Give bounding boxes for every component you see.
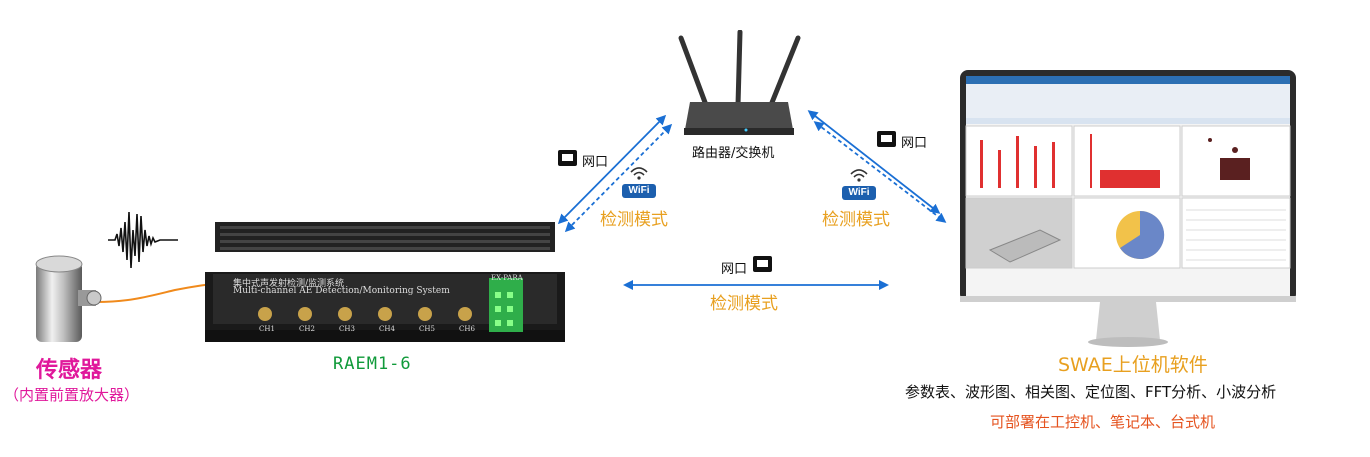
device-channel-5: CH5 xyxy=(419,325,435,333)
left-wifi-badge: WiFi xyxy=(622,184,656,198)
arrow-device-router-dashed xyxy=(564,123,673,233)
right-mode-label: 检测模式 xyxy=(822,210,890,230)
arrow-router-pc-dashed xyxy=(813,121,947,223)
wifi-icon: WiFi xyxy=(842,168,876,200)
device-print-en: Multi-channel AE Detection/Monitoring Sy… xyxy=(233,286,450,296)
device-channel-6: CH6 xyxy=(459,325,475,333)
bottom-port-label: 网口 xyxy=(721,262,748,277)
bottom-mode-label: 检测模式 xyxy=(710,294,778,314)
software-title: SWAE上位机软件 xyxy=(1058,354,1208,376)
device-connector-label: EX-PARA xyxy=(491,274,523,282)
ae-waveform xyxy=(108,211,178,269)
device-print-cn: 集中式声发射检测/监测系统 xyxy=(233,279,345,289)
software-features: 参数表、波形图、相关图、定位图、FFT分析、小波分析 xyxy=(905,383,1277,401)
sensor-title: 传感器 xyxy=(36,358,103,383)
wifi-icon: WiFi xyxy=(622,166,656,198)
router-label: 路由器/交换机 xyxy=(692,146,775,161)
device-channel-2: CH2 xyxy=(299,325,315,333)
right-wifi-badge: WiFi xyxy=(842,186,876,200)
sensor-image xyxy=(32,252,102,347)
device-channel-1: CH1 xyxy=(259,325,275,333)
ethernet-port-icon xyxy=(558,150,577,166)
right-port-label: 网口 xyxy=(901,136,928,151)
ethernet-port-icon xyxy=(877,131,896,147)
sensor-subtitle: （内置前置放大器） xyxy=(4,386,140,404)
device-name: RAEM1-6 xyxy=(333,354,412,374)
device-channel-3: CH3 xyxy=(339,325,355,333)
left-port-label: 网口 xyxy=(582,155,609,170)
device-image: 集中式声发射检测/监测系统 Multi-channel AE Detection… xyxy=(205,222,565,344)
router-image xyxy=(676,29,801,140)
software-deploy: 可部署在工控机、笔记本、台式机 xyxy=(990,413,1216,431)
left-mode-label: 检测模式 xyxy=(600,210,668,230)
device-channel-4: CH4 xyxy=(379,325,395,333)
ethernet-port-icon xyxy=(753,256,772,272)
monitor-image xyxy=(960,70,1296,348)
